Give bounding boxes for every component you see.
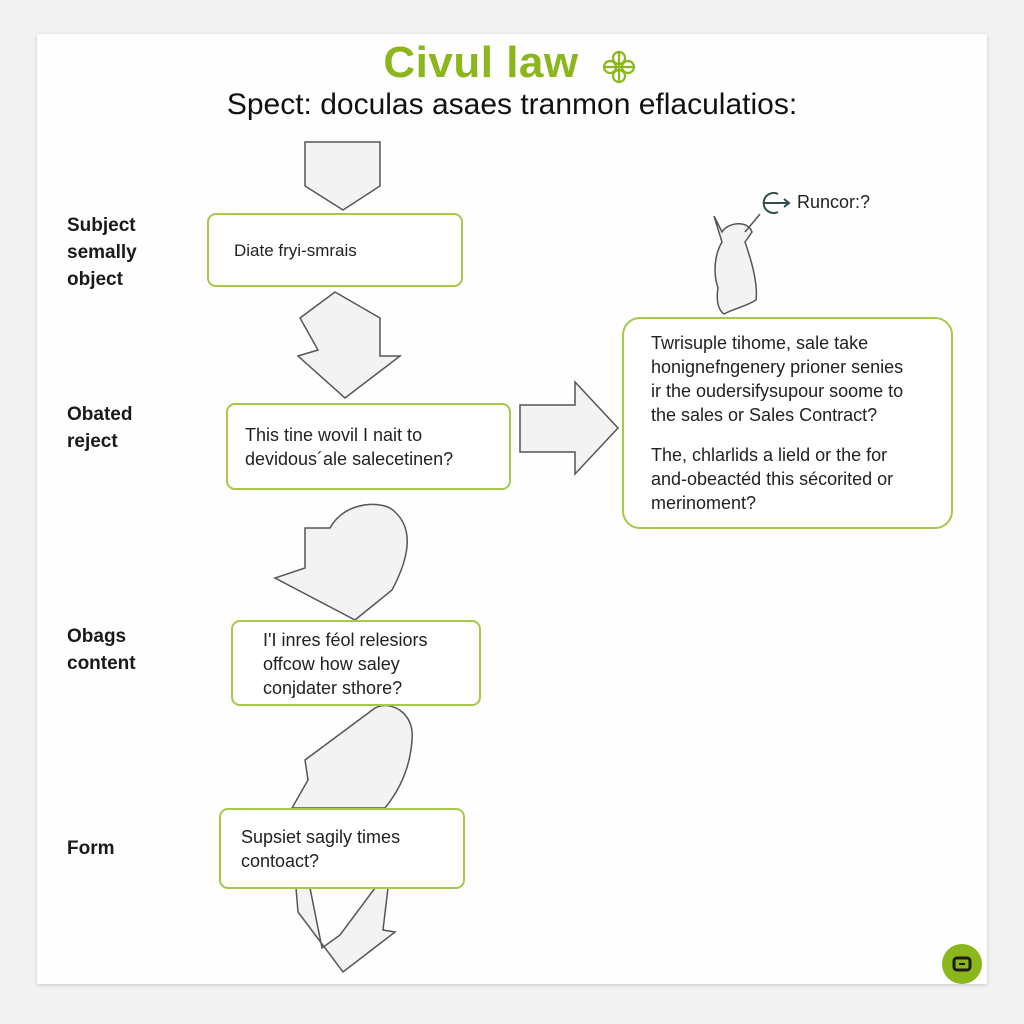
arrow-down-3 [273, 503, 408, 621]
page-subtitle: Spect: doculas asaes tranmon eflaculatio… [226, 88, 798, 121]
flow-box-2: This tine wovil I nait to devidous´ale s… [226, 403, 511, 490]
clover-icon [602, 50, 636, 84]
page-title: Civul law [383, 38, 579, 87]
arrow-down-4 [290, 704, 413, 809]
side-label-obags: Obags content [67, 626, 136, 674]
arrow-right [519, 380, 620, 476]
arrow-down-2 [296, 291, 403, 399]
flow-box-3: I'I inres féol relesiors offcow how sale… [231, 620, 481, 706]
callout-label: Runcor:? [797, 192, 871, 212]
return-arrow-icon [762, 192, 791, 214]
flow-box-4: Supsiet sagily times contoact? [219, 808, 465, 889]
arrow-down-top [304, 141, 381, 211]
arrow-down-bottom [295, 887, 397, 974]
side-label-form: Form [67, 838, 115, 859]
side-label-obated: Obated reject [67, 404, 133, 452]
side-box: Twrisuple tihome, sale take honignefngen… [622, 317, 953, 529]
figure-shape [713, 215, 758, 315]
flow-box-1: Diate fryi-smrais [207, 213, 463, 287]
side-label-subject: Subject semally object [67, 215, 137, 290]
corner-badge-icon [942, 944, 982, 984]
